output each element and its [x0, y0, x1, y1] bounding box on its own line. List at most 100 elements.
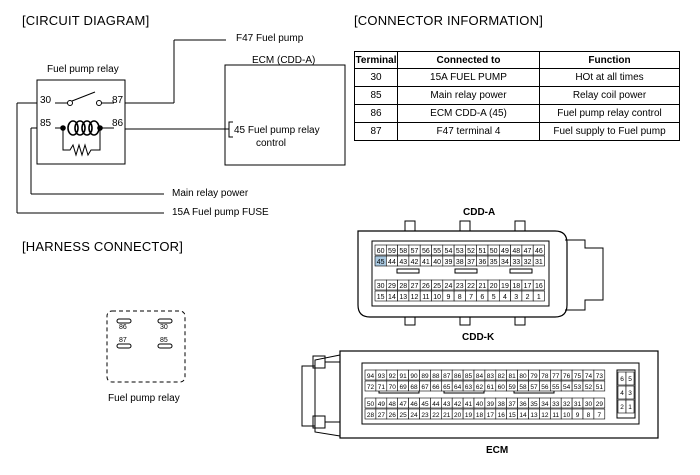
cell-function: Fuel supply to Fuel pump — [539, 122, 680, 141]
pin-number: 12 — [541, 412, 549, 419]
pin-number: 55 — [552, 384, 560, 391]
pin-number: 62 — [476, 384, 484, 391]
relay-pin-87: 87 — [112, 95, 124, 106]
pin-number: 46 — [410, 401, 418, 408]
pin-number: 17 — [524, 283, 532, 290]
pin-number: 9 — [446, 294, 450, 301]
coil-loop — [67, 120, 79, 136]
pin-number: 64 — [454, 384, 462, 391]
pin-number: 37 — [509, 401, 517, 408]
cell-terminal: 85 — [354, 86, 398, 105]
cell-function: Fuel pump relay control — [539, 104, 680, 123]
pin-number: 1 — [628, 404, 632, 411]
pin-number: 85 — [465, 373, 473, 380]
harness-pin-30: 30 — [160, 324, 168, 331]
pin-number: 81 — [509, 373, 517, 380]
pin-number: 23 — [421, 412, 429, 419]
pin-number: 82 — [498, 373, 506, 380]
pin-number: 79 — [530, 373, 538, 380]
pin-number: 56 — [541, 384, 549, 391]
pin-number: 46 — [535, 248, 543, 255]
f47-fuel-pump-label: F47 Fuel pump — [236, 33, 304, 44]
pin-number: 89 — [421, 373, 429, 380]
table-row: 85 Main relay power Relay coil power — [354, 86, 680, 105]
pin-cell — [532, 279, 545, 291]
pin-number: 50 — [490, 248, 498, 255]
pin-number: 50 — [367, 401, 375, 408]
ecm-box — [224, 64, 346, 166]
column-header-connected-to: Connected to — [397, 51, 540, 69]
pin-number: 21 — [478, 283, 486, 290]
pin-number: 60 — [498, 384, 506, 391]
pin-cell — [593, 408, 606, 420]
pin-number: 88 — [432, 373, 440, 380]
pin-cell — [625, 385, 635, 400]
pin-number: 35 — [530, 401, 538, 408]
pin-number: 2 — [526, 294, 530, 301]
pin-number: 7 — [469, 294, 473, 301]
circuit-diagram-header: [CIRCUIT DIAGRAM] — [22, 13, 150, 28]
cell-connected-to: Main relay power — [397, 86, 540, 105]
pin-number: 34 — [541, 401, 549, 408]
pin-number: 35 — [490, 259, 498, 266]
pin-number: 51 — [596, 384, 604, 391]
pin-number: 54 — [563, 384, 571, 391]
cell-connected-to: ECM CDD-A (45) — [397, 104, 540, 123]
pin-number: 43 — [443, 401, 451, 408]
connector-information-header: [CONNECTOR INFORMATION] — [354, 13, 544, 28]
pin-cell — [593, 369, 606, 381]
column-header-function: Function — [539, 51, 680, 69]
pin-number: 59 — [509, 384, 517, 391]
relay-box — [36, 79, 126, 165]
pin-number: 17 — [487, 412, 495, 419]
pin-number: 66 — [432, 384, 440, 391]
pin-number: 36 — [519, 401, 527, 408]
pin-number: 76 — [563, 373, 571, 380]
cell-terminal: 30 — [354, 68, 398, 87]
pin-number: 92 — [389, 373, 397, 380]
pin-cell — [532, 255, 545, 267]
ecm-pin-bracket — [228, 121, 233, 138]
pin-number: 16 — [498, 412, 506, 419]
pin-number: 6 — [620, 376, 624, 383]
harness-pin-86: 86 — [119, 324, 127, 331]
table-row: 30 15A FUEL PUMP HOt at all times — [354, 68, 680, 87]
pin-number: 39 — [487, 401, 495, 408]
pin-number: 22 — [467, 283, 475, 290]
pin-number: 59 — [388, 248, 396, 255]
pin-number: 12 — [411, 294, 419, 301]
pin-number: 29 — [388, 283, 396, 290]
pin-number: 20 — [454, 412, 462, 419]
pin-number: 31 — [574, 401, 582, 408]
ecm-pin-label: 45 Fuel pump relay — [234, 125, 320, 136]
pin-number: 31 — [535, 259, 543, 266]
side-pin-block — [616, 369, 636, 419]
pin-number: 24 — [445, 283, 453, 290]
pin-number: 75 — [574, 373, 582, 380]
pin-number: 15 — [509, 412, 517, 419]
pin-number: 7 — [598, 412, 602, 419]
pin-number: 4 — [620, 390, 624, 397]
pin-number: 18 — [476, 412, 484, 419]
pin-number: 36 — [478, 259, 486, 266]
harness-slot-85 — [157, 343, 173, 349]
pin-number: 41 — [465, 401, 473, 408]
pin-number: 13 — [399, 294, 407, 301]
pin-number: 94 — [367, 373, 375, 380]
pin-number: 16 — [535, 283, 543, 290]
pin-number: 28 — [399, 283, 407, 290]
pin-number: 42 — [454, 401, 462, 408]
harness-connector-header: [HARNESS CONNECTOR] — [22, 239, 184, 254]
pin-number: 10 — [433, 294, 441, 301]
pin-number: 90 — [410, 373, 418, 380]
pin-number: 26 — [389, 412, 397, 419]
pin-cell — [593, 380, 606, 392]
pin-number: 61 — [487, 384, 495, 391]
pin-number: 30 — [585, 401, 593, 408]
pin-number: 58 — [519, 384, 527, 391]
harness-pin-85: 85 — [160, 337, 168, 344]
pin-number: 69 — [400, 384, 408, 391]
pin-number: 9 — [576, 412, 580, 419]
pin-number: 26 — [422, 283, 430, 290]
